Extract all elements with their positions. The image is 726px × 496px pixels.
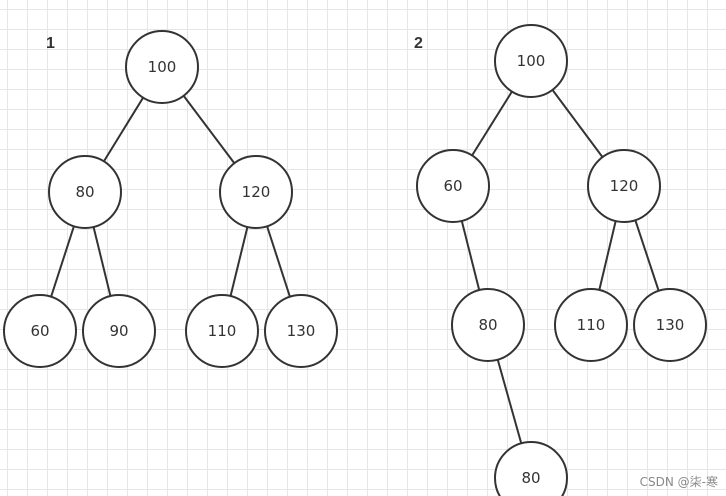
node-value: 80 xyxy=(478,316,497,334)
node-value: 110 xyxy=(208,322,237,340)
node-value: 110 xyxy=(577,316,606,334)
node-circle xyxy=(185,294,259,368)
node-circle xyxy=(219,155,293,229)
node-circle xyxy=(494,24,568,98)
tree-diagram-1: 1 100 80 120 60 90 110 130 xyxy=(3,30,338,368)
node-value: 120 xyxy=(610,177,639,195)
watermark-text: CSDN @柒-寒 xyxy=(639,475,718,489)
node-circle xyxy=(125,30,199,104)
node-value: 130 xyxy=(287,322,316,340)
tree-node: 60 xyxy=(3,294,77,368)
node-circle xyxy=(451,288,525,362)
node-circle xyxy=(48,155,122,229)
node-circle xyxy=(587,149,661,223)
node-value: 80 xyxy=(75,183,94,201)
tree-node: 60 xyxy=(416,149,490,223)
node-circle xyxy=(416,149,490,223)
node-value: 60 xyxy=(30,322,49,340)
node-value: 90 xyxy=(109,322,128,340)
node-value: 60 xyxy=(443,177,462,195)
tree-node: 80 xyxy=(494,441,568,496)
node-value: 80 xyxy=(521,469,540,487)
node-circle xyxy=(494,441,568,496)
node-circle xyxy=(3,294,77,368)
tree-node: 130 xyxy=(633,288,707,362)
tree-node: 80 xyxy=(48,155,122,229)
tree-node: 100 xyxy=(125,30,199,104)
node-value: 100 xyxy=(517,52,546,70)
tree-node: 110 xyxy=(185,294,259,368)
tree-node: 110 xyxy=(554,288,628,362)
node-value: 100 xyxy=(148,58,177,76)
diagram-label: 1 xyxy=(46,35,55,52)
tree-node: 90 xyxy=(82,294,156,368)
tree-node: 80 xyxy=(451,288,525,362)
node-circle xyxy=(264,294,338,368)
diagram-label: 2 xyxy=(414,35,423,52)
node-circle xyxy=(82,294,156,368)
tree-diagram-2: 2 100 60 120 80 110 130 80 xyxy=(414,24,707,496)
node-circle xyxy=(554,288,628,362)
node-value: 130 xyxy=(656,316,685,334)
node-circle xyxy=(633,288,707,362)
tree-node: 120 xyxy=(587,149,661,223)
node-value: 120 xyxy=(242,183,271,201)
tree-node: 100 xyxy=(494,24,568,98)
tree-node: 120 xyxy=(219,155,293,229)
tree-node: 130 xyxy=(264,294,338,368)
